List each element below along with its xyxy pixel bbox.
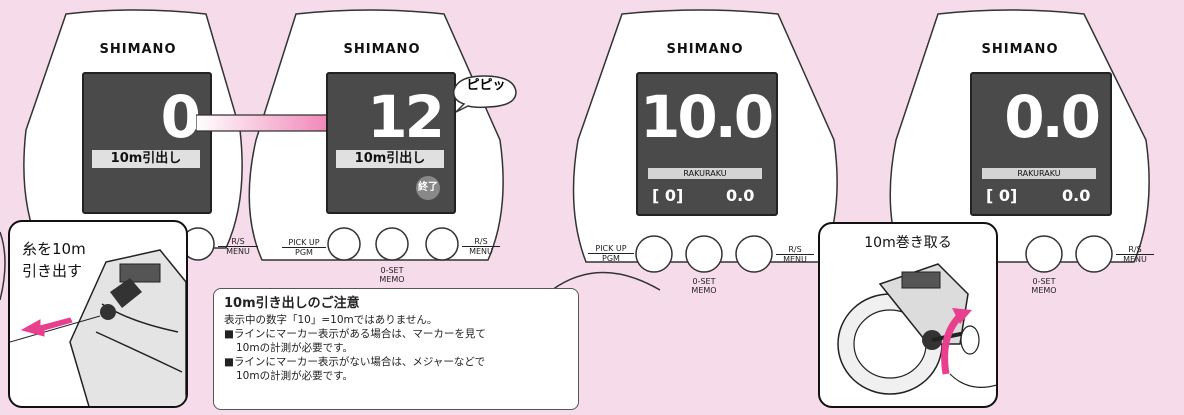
mode-label: RAKURAKU bbox=[648, 168, 762, 179]
mode-label: 10m引出し bbox=[336, 150, 444, 168]
lcd-screen bbox=[82, 72, 212, 214]
pickup-pgm-button[interactable] bbox=[634, 234, 674, 274]
note-line: 10mの計測が必要です。 bbox=[236, 342, 354, 354]
mode-label: RAKURAKU bbox=[982, 168, 1096, 179]
note-line: ■ラインにマーカー表示がある場合は、マーカーを見て bbox=[224, 328, 486, 340]
wind-in-callout: 10m巻き取る bbox=[818, 222, 998, 408]
counter-value: 0.0 bbox=[1004, 83, 1101, 151]
callout-line-1: 糸を10m bbox=[22, 240, 86, 258]
oset-memo-button[interactable] bbox=[1024, 234, 1064, 274]
memo-value: 0.0 bbox=[726, 186, 755, 205]
note-line: 10mの計測が必要です。 bbox=[236, 370, 354, 382]
reel-illustration bbox=[10, 249, 186, 406]
memo-value: 0.0 bbox=[1062, 186, 1091, 205]
brand-logo: SHIMANO bbox=[981, 42, 1059, 57]
callout-line-2: 引き出す bbox=[22, 262, 83, 280]
rs-menu-button[interactable] bbox=[424, 226, 460, 262]
note-title: 10m引き出しのご注意 bbox=[224, 296, 360, 311]
oset-memo-button[interactable] bbox=[374, 226, 410, 262]
lcd-screen bbox=[636, 72, 778, 216]
callout-text: 10m巻き取る bbox=[864, 235, 952, 251]
brand-logo: SHIMANO bbox=[99, 42, 177, 57]
lcd-screen bbox=[970, 72, 1112, 216]
counter-value: 10.0 bbox=[640, 83, 774, 151]
beep-text: ピピッ bbox=[466, 78, 506, 93]
beep-bubble bbox=[452, 75, 517, 113]
note-line: ■ラインにマーカー表示がない場合は、メジャーなどで bbox=[224, 356, 486, 368]
pickup-pgm-button[interactable] bbox=[326, 226, 362, 262]
counter-value: 12 bbox=[367, 83, 445, 151]
memo-index: [ 0] bbox=[986, 186, 1018, 205]
counter-value: 0 bbox=[160, 83, 201, 151]
note-line: 表示中の数字「10」=10mではありません。 bbox=[224, 314, 438, 326]
brand-logo: SHIMANO bbox=[666, 42, 744, 57]
end-badge: 終了 bbox=[416, 176, 440, 200]
rs-menu-button[interactable] bbox=[734, 234, 774, 274]
brand-logo: SHIMANO bbox=[343, 42, 421, 57]
pull-out-callout: 糸を10m 引き出す bbox=[8, 220, 188, 408]
caution-note: 10m引き出しのご注意 表示中の数字「10」=10mではありません。 ■ラインに… bbox=[213, 288, 579, 410]
memo-index: [ 0] bbox=[652, 186, 684, 205]
mode-label: 10m引出し bbox=[92, 150, 200, 168]
reel-illustration bbox=[837, 263, 996, 395]
rs-menu-button[interactable] bbox=[1074, 234, 1114, 274]
oset-memo-button[interactable] bbox=[684, 234, 724, 274]
